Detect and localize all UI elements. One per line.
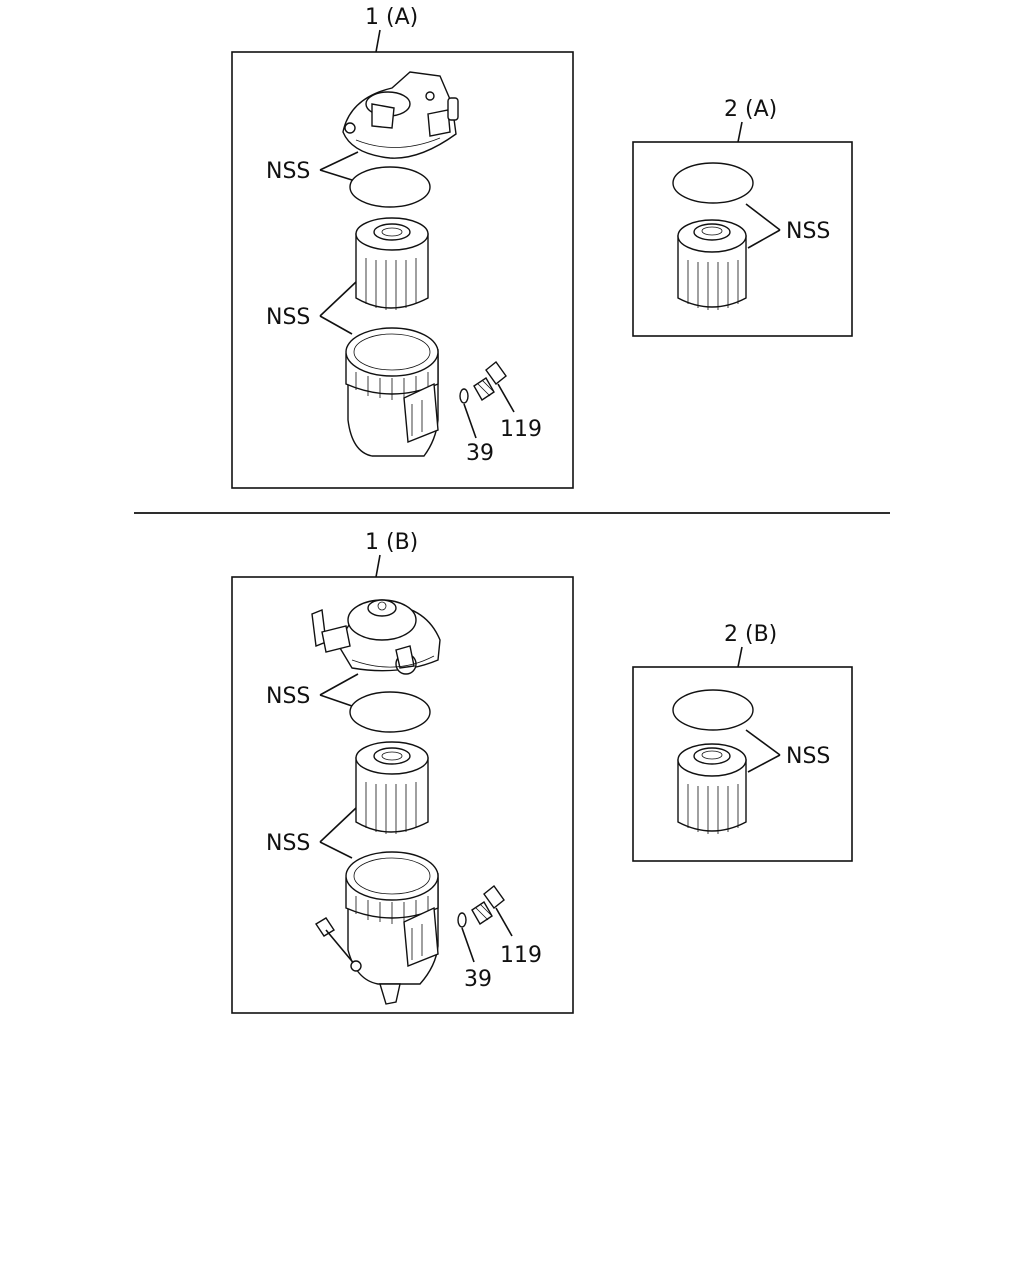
oring-39-1b bbox=[457, 912, 467, 928]
nss-callout-2b: NSS bbox=[786, 744, 830, 769]
callout-119-1b: 119 bbox=[500, 943, 542, 968]
assembly-1a-label: 1 (A) bbox=[365, 5, 418, 30]
filter-cartridge-2b bbox=[677, 743, 747, 834]
filter-cartridge-1b bbox=[355, 741, 429, 834]
filter-bowl-1b bbox=[315, 851, 439, 1005]
callout-119-1a: 119 bbox=[500, 417, 542, 442]
seal-ring-1a bbox=[349, 166, 431, 208]
assembly-2a-label: 2 (A) bbox=[724, 97, 777, 122]
assembly-2b-frame bbox=[632, 666, 853, 862]
assembly-2a-frame bbox=[632, 141, 853, 337]
assembly-1b-frame bbox=[231, 576, 574, 1014]
nss-callout-1a-bottom: NSS bbox=[266, 305, 310, 330]
assembly-1a-frame bbox=[231, 51, 574, 489]
nss-callout-1a-top: NSS bbox=[266, 159, 310, 184]
assembly-1b-label: 1 (B) bbox=[365, 530, 418, 555]
callout-39-1a: 39 bbox=[466, 441, 494, 466]
assembly-2b: 2 (B) NSS bbox=[632, 622, 853, 862]
seal-ring-2b bbox=[672, 689, 754, 731]
seal-ring-1b bbox=[349, 691, 431, 733]
assembly-1b: 1 (B) bbox=[231, 530, 574, 1014]
assembly-1a: 1 (A) bbox=[231, 5, 574, 489]
assembly-2b-label: 2 (B) bbox=[724, 622, 777, 647]
filter-cartridge-2a bbox=[677, 219, 747, 310]
callout-39-1b: 39 bbox=[464, 967, 492, 992]
filter-bowl-1a bbox=[345, 327, 439, 457]
nss-callout-1b-top: NSS bbox=[266, 684, 310, 709]
assembly-2a: 2 (A) NSS bbox=[632, 97, 853, 337]
nss-callout-2a: NSS bbox=[786, 219, 830, 244]
filter-head-1a bbox=[342, 71, 459, 159]
drain-plug-119-1b bbox=[471, 884, 505, 925]
nss-callout-1b-bottom: NSS bbox=[266, 831, 310, 856]
seal-ring-2a bbox=[672, 162, 754, 204]
oring-39-1a bbox=[459, 388, 469, 404]
drain-plug-119-1a bbox=[473, 360, 507, 401]
filter-head-1b bbox=[311, 599, 441, 675]
filter-cartridge-1a bbox=[355, 217, 429, 310]
